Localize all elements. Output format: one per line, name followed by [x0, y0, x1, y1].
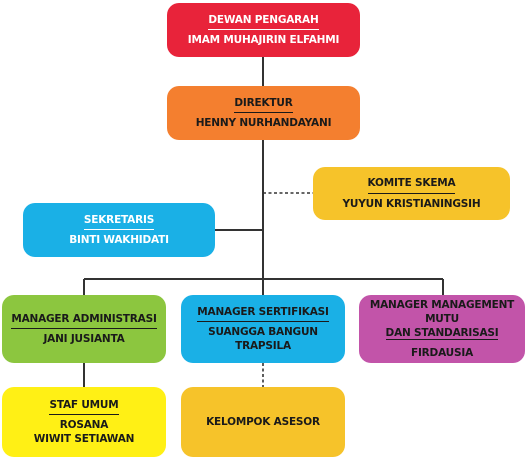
- node-person-1: ROSANA: [59, 418, 109, 431]
- node-staf-umum: STAF UMUM ROSANA WIWIT SETIAWAN: [2, 387, 166, 457]
- node-person: HENNY NURHANDAYANI: [195, 117, 332, 129]
- node-title: DIREKTUR: [234, 96, 293, 113]
- node-manager-sertifikasi: MANAGER SERTIFIKASI SUANGGA BANGUN TRAPS…: [181, 295, 345, 363]
- node-title: SEKRETARIS: [83, 213, 154, 230]
- node-person: FIRDAUSIA: [410, 347, 473, 360]
- node-title: MANAGER SERTIFIKASI: [197, 305, 329, 322]
- node-person-2: WIWIT SETIAWAN: [33, 433, 135, 446]
- node-direktur: DIREKTUR HENNY NURHANDAYANI: [167, 86, 360, 140]
- node-title: MANAGER ADMINISTRASI: [11, 312, 157, 329]
- node-person: IMAM MUHAJIRIN ELFAHMI: [187, 34, 340, 46]
- node-title: STAF UMUM: [49, 398, 119, 415]
- node-title-line2: DAN STANDARISASI: [385, 327, 499, 340]
- node-dewan-pengarah: DEWAN PENGARAH IMAM MUHAJIRIN ELFAHMI: [167, 3, 360, 57]
- node-manager-mutu: MANAGER MANAGEMENT MUTU DAN STANDARISASI…: [359, 295, 525, 363]
- node-title: KOMITE SKEMA: [367, 176, 456, 194]
- node-person: YUYUN KRISTIANINGSIH: [342, 197, 481, 210]
- node-person: SUANGGA BANGUN TRAPSILA: [208, 325, 318, 353]
- node-komite-skema: KOMITE SKEMA YUYUN KRISTIANINGSIH: [313, 167, 510, 220]
- node-person: JANI JUSIANTA: [43, 333, 125, 345]
- node-person: BINTI WAKHIDATI: [69, 234, 169, 246]
- node-manager-administrasi: MANAGER ADMINISTRASI JANI JUSIANTA: [2, 295, 166, 363]
- node-kelompok-asesor: KELOMPOK ASESOR: [181, 387, 345, 457]
- node-title: KELOMPOK ASESOR: [206, 415, 320, 428]
- node-sekretaris: SEKRETARIS BINTI WAKHIDATI: [23, 203, 215, 257]
- node-title-line1: MANAGER MANAGEMENT MUTU: [369, 298, 515, 325]
- node-title: MANAGER MANAGEMENT MUTU DAN STANDARISASI: [359, 298, 525, 341]
- node-title: DEWAN PENGARAH: [208, 13, 319, 30]
